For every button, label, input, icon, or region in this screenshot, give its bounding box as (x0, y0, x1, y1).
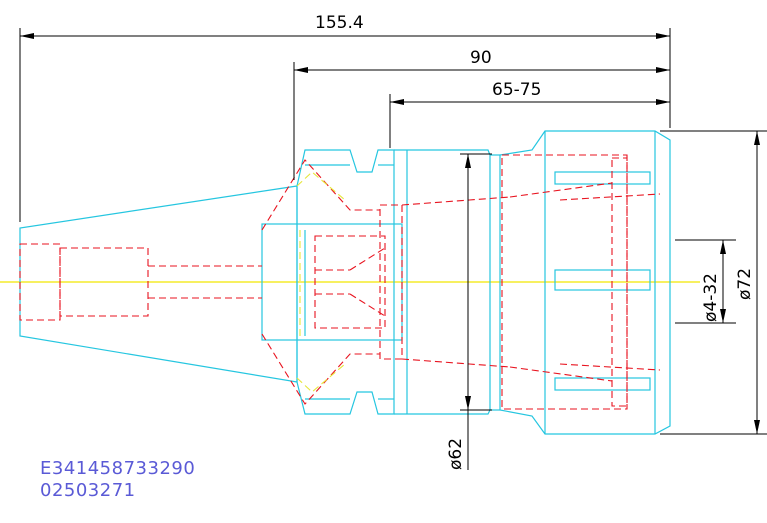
taper-shank (19, 185, 298, 383)
dim-range-label: 65-75 (492, 80, 541, 100)
dim-flange-label: ø62 (446, 438, 466, 470)
secondary-lines (296, 171, 346, 393)
dim-overall-label: 155.4 (315, 13, 364, 33)
hidden-lines (19, 154, 661, 410)
dim-bore-label: ø4-32 (701, 273, 721, 322)
serial-code: 02503271 (40, 480, 136, 501)
dimension-bore: ø4-32 (675, 239, 736, 324)
dimension-overall: 155.4 (19, 13, 671, 222)
dimension-range: 65-75 (389, 80, 670, 148)
dimension-taper: 90 (293, 48, 670, 180)
dim-outer-label: ø72 (735, 268, 755, 300)
part-code: E341458733290 (40, 458, 196, 479)
dimension-outer: ø72 (660, 130, 767, 435)
dimension-flange: ø62 (446, 153, 492, 470)
body (394, 149, 500, 415)
dim-taper-label: 90 (470, 48, 492, 68)
